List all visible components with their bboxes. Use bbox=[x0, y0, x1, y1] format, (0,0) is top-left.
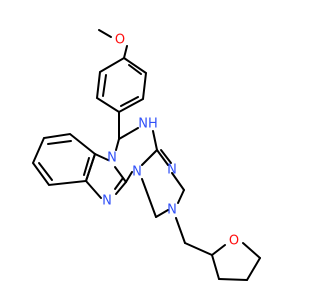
bond bbox=[141, 149, 158, 166]
bond bbox=[47, 140, 72, 145]
bond bbox=[155, 209, 169, 218]
bond bbox=[211, 254, 220, 280]
triazine-n-upper-label: N bbox=[167, 163, 177, 178]
bond bbox=[175, 217, 186, 244]
bond bbox=[123, 45, 128, 59]
bond bbox=[120, 96, 139, 107]
bond bbox=[114, 177, 124, 190]
bond bbox=[211, 244, 226, 256]
atom-labels: O NH N N N N N O bbox=[102, 33, 239, 249]
bond bbox=[98, 29, 112, 38]
bond bbox=[83, 157, 90, 176]
bond bbox=[171, 172, 185, 191]
bond bbox=[177, 189, 185, 204]
bond bbox=[152, 130, 158, 151]
bond bbox=[102, 74, 107, 97]
bond bbox=[115, 181, 127, 195]
bond bbox=[115, 138, 120, 151]
bond bbox=[38, 162, 53, 181]
bond bbox=[246, 257, 261, 281]
triazine-n-lower-label: N bbox=[167, 203, 177, 218]
bond bbox=[94, 153, 109, 161]
background bbox=[0, 0, 300, 300]
bond bbox=[128, 64, 142, 75]
imidazole-n-label: N bbox=[102, 194, 112, 209]
bond bbox=[218, 278, 248, 281]
benzimidazole-n-label: N bbox=[107, 151, 117, 166]
bond bbox=[160, 149, 172, 164]
bond bbox=[114, 166, 127, 183]
bonds bbox=[31, 29, 261, 281]
bond bbox=[141, 178, 157, 218]
bond bbox=[242, 242, 261, 259]
bond bbox=[85, 180, 102, 199]
bond bbox=[118, 127, 139, 140]
ring-nh-label: NH bbox=[138, 117, 158, 132]
bond bbox=[184, 242, 213, 256]
oxolane-oxygen-label: O bbox=[229, 234, 239, 249]
molecule-diagram: O NH N N N N N O bbox=[0, 0, 300, 300]
benzo-ring bbox=[31, 132, 97, 187]
fused-n-label: N bbox=[132, 165, 142, 180]
molecule-svg: O NH N N N N N O bbox=[0, 0, 300, 300]
methoxy-oxygen-label: O bbox=[115, 33, 125, 48]
bond bbox=[125, 171, 133, 183]
bond bbox=[156, 149, 169, 166]
